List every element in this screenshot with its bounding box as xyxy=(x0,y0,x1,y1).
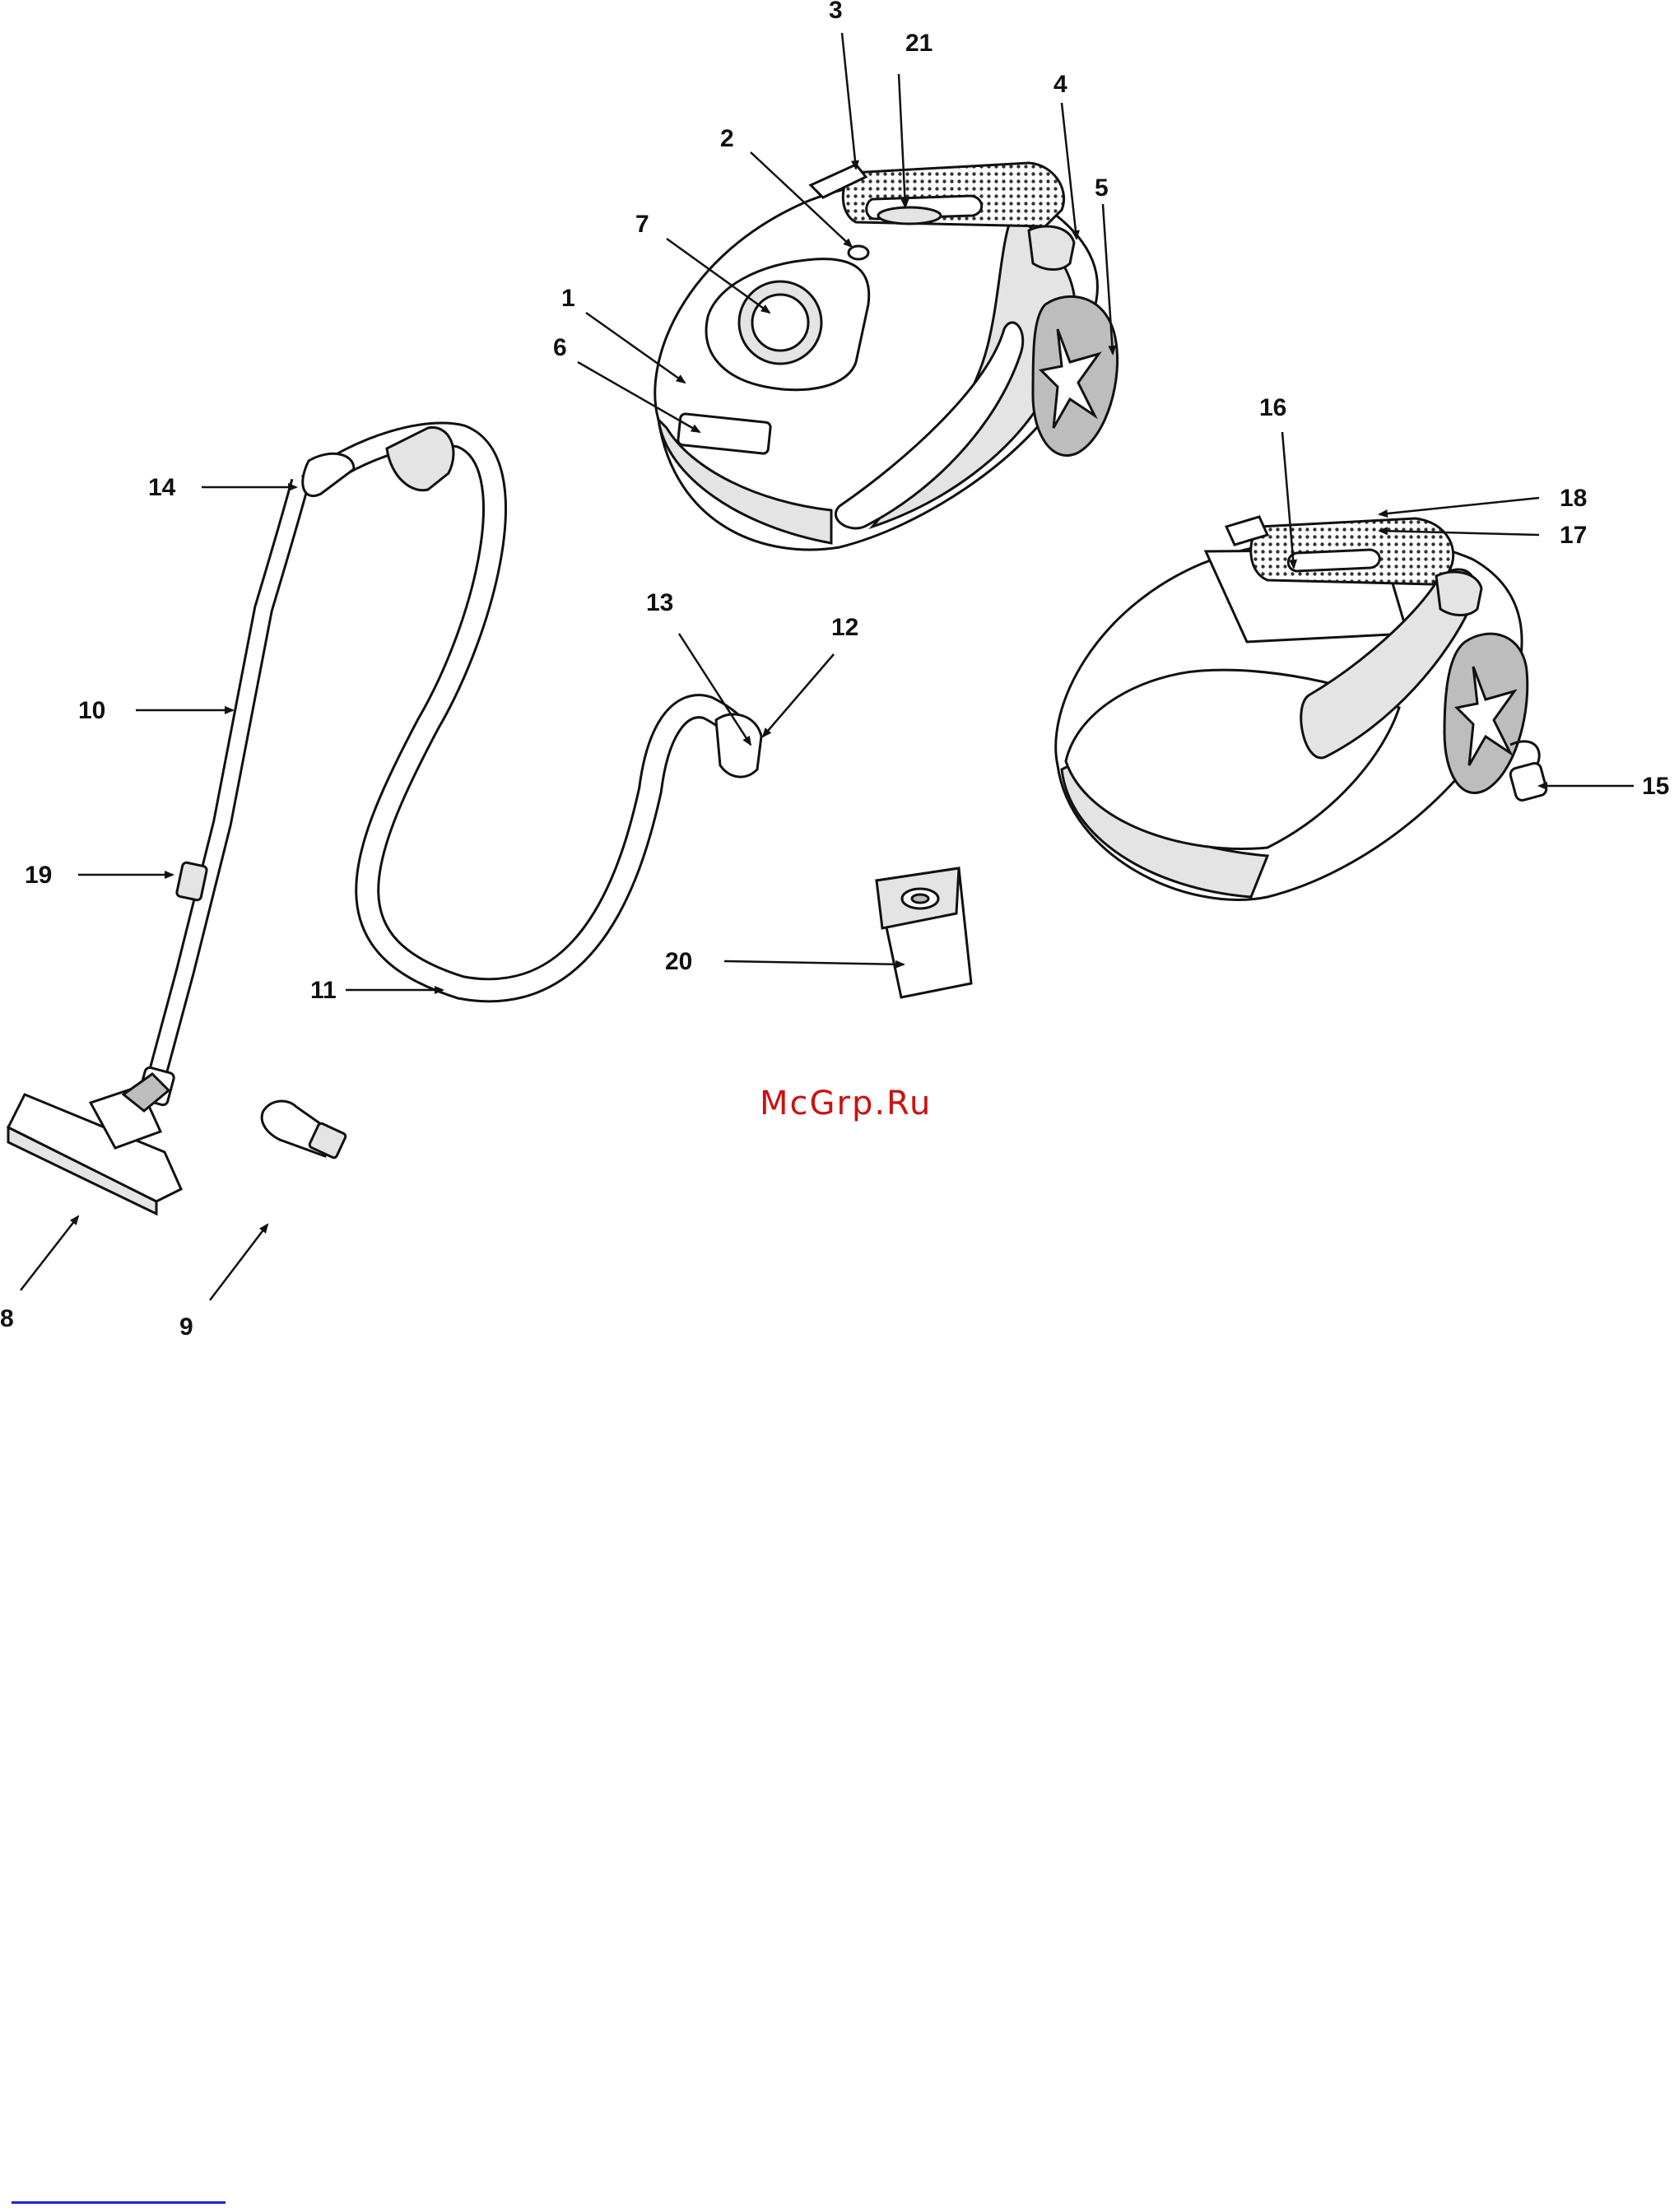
callout-13: 13 xyxy=(646,589,673,616)
pointer-12 xyxy=(763,654,834,737)
pointer-9 xyxy=(210,1224,267,1300)
callout-18: 18 xyxy=(1560,485,1587,512)
callout-11: 11 xyxy=(310,977,337,1004)
callout-6: 6 xyxy=(553,334,567,361)
floor-nozzle xyxy=(8,1074,181,1214)
pointer-20 xyxy=(724,961,904,964)
pointer-3 xyxy=(842,33,856,169)
callout-19: 19 xyxy=(25,862,52,889)
callout-14: 14 xyxy=(148,474,176,501)
callout-1: 1 xyxy=(561,285,575,312)
pointer-18 xyxy=(1379,498,1539,514)
callout-16: 16 xyxy=(1259,394,1286,421)
callout-4: 4 xyxy=(1053,71,1067,98)
callout-21: 21 xyxy=(905,30,933,57)
hose-assembly xyxy=(309,427,761,990)
telescopic-tube xyxy=(137,453,354,1106)
footer-underline xyxy=(12,2201,226,2204)
callout-3: 3 xyxy=(829,0,843,24)
vacuum-body-assembled xyxy=(655,163,1118,550)
callout-15: 15 xyxy=(1642,773,1669,800)
callout-5: 5 xyxy=(1095,174,1109,202)
pointer-4 xyxy=(1062,103,1077,239)
callout-7: 7 xyxy=(635,211,649,238)
watermark: McGrp.Ru xyxy=(760,1085,932,1122)
pointer-8 xyxy=(21,1216,78,1290)
pointer-13 xyxy=(679,634,751,745)
callout-12: 12 xyxy=(831,614,858,641)
callout-17: 17 xyxy=(1560,522,1587,549)
callout-8: 8 xyxy=(0,1305,14,1332)
callout-10: 10 xyxy=(78,697,105,724)
dust-bag xyxy=(877,868,971,997)
crevice-tool xyxy=(262,1101,346,1159)
callout-2: 2 xyxy=(720,125,734,152)
callout-20: 20 xyxy=(665,948,692,975)
vacuum-body-open xyxy=(1056,517,1548,899)
callout-9: 9 xyxy=(179,1313,193,1341)
